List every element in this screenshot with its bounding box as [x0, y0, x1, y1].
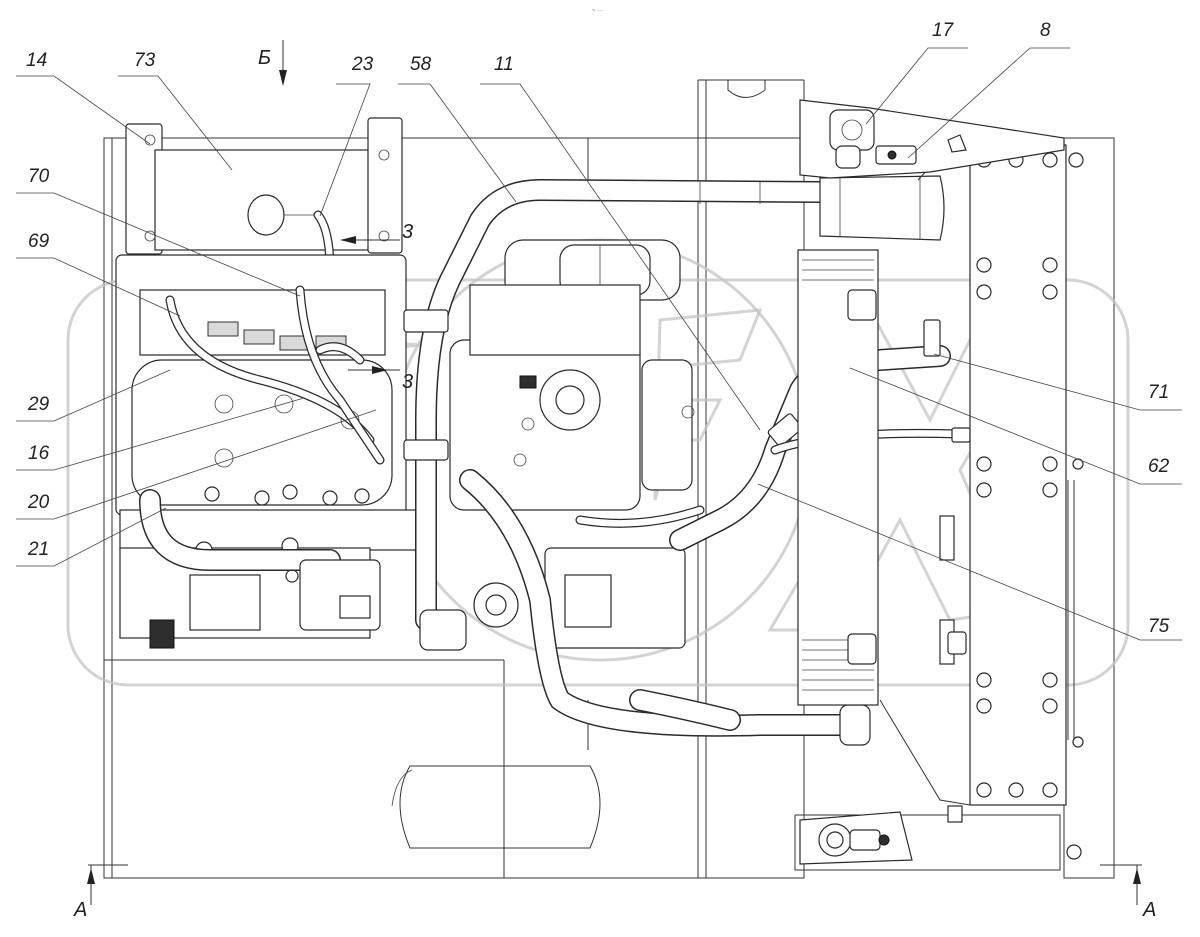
head-bolts [204, 484, 370, 506]
detail-label-3-lower: 3 [402, 371, 413, 393]
section-marker-b: Б [258, 40, 287, 86]
turbo-and-front-cover [299, 239, 695, 649]
lower-engine-mount [799, 805, 963, 865]
callout-21: 21 [27, 539, 49, 560]
callout-17: 17 [932, 20, 955, 41]
callout-69: 69 [28, 231, 50, 252]
air-intake-pipe [403, 175, 945, 651]
section-label-a-right: А [1142, 899, 1156, 921]
callout-14: 14 [26, 50, 47, 71]
callout-16: 16 [28, 443, 50, 464]
section-label-a-left: А [73, 899, 87, 921]
callout-75: 75 [1148, 616, 1170, 637]
callout-23: 23 [351, 54, 374, 75]
callout-70: 70 [28, 166, 50, 187]
callout-29: 29 [27, 394, 50, 415]
callout-labels: 14 73 23 58 11 17 8 70 69 29 16 20 21 71… [26, 20, 1170, 637]
callout-58: 58 [410, 54, 432, 75]
section-marker-a-right: А [1100, 864, 1156, 921]
callout-73: 73 [134, 50, 156, 71]
leader-lines [16, 47, 1182, 641]
section-marker-3: 3 3 [340, 221, 413, 393]
coolant-hoses-lower [459, 469, 871, 746]
callout-8: 8 [1040, 20, 1051, 41]
detail-label-3-upper: 3 [402, 221, 413, 243]
callout-11: 11 [494, 54, 514, 75]
view-label-b: Б [258, 47, 271, 69]
callout-62: 62 [1148, 456, 1170, 477]
header-mark: ~ ··· [592, 8, 603, 14]
radiator-bolts [976, 152, 1058, 798]
radiator-assembly [797, 144, 1084, 860]
coolant-hoses-left [139, 285, 385, 571]
callout-20: 20 [27, 492, 50, 513]
callout-71: 71 [1148, 382, 1169, 403]
upper-engine-mount [799, 99, 1065, 179]
section-marker-a-left: А [73, 864, 128, 921]
